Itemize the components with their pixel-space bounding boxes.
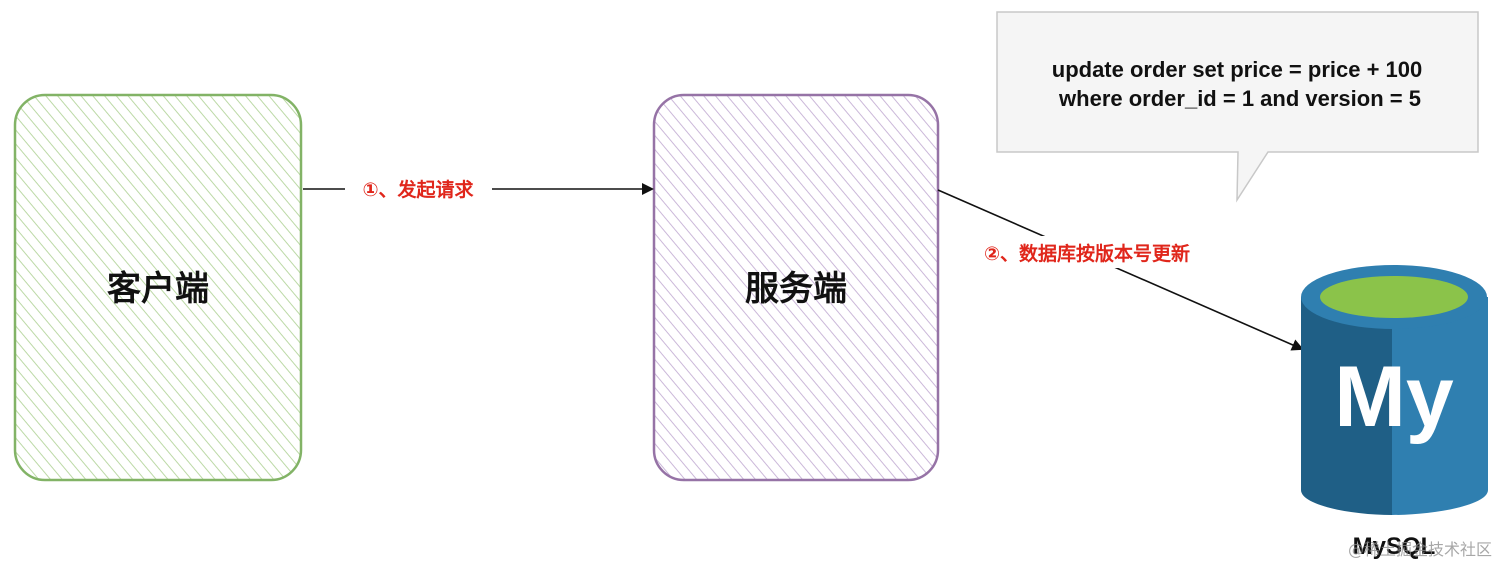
client-label: 客户端 (107, 269, 209, 309)
client-box (13, 93, 303, 482)
watermark: @稀土掘金技术社区 (1348, 540, 1492, 559)
client-node: 客户端 (13, 93, 303, 482)
mysql-body-left (1301, 297, 1392, 515)
mysql-database-icon: My MySQL (1301, 265, 1488, 560)
callout-bubble (996, 11, 1479, 203)
update-edge-label: ②、数据库按版本号更新 (984, 242, 1190, 265)
request-edge-label: ①、发起请求 (362, 178, 474, 201)
server-box (652, 93, 940, 482)
server-node: 服务端 (652, 93, 940, 482)
update-label-bg (960, 236, 1214, 268)
sql-callout: update order set price = price + 100 whe… (996, 11, 1479, 203)
mysql-body-right (1392, 297, 1488, 515)
mysql-logo-text: My (1334, 349, 1454, 445)
update-arrow (937, 189, 1304, 351)
mysql-top-surface (1320, 276, 1468, 318)
callout-line-2: where order_id = 1 and version = 5 (1058, 86, 1421, 111)
mysql-caption: MySQL (1353, 533, 1436, 560)
server-label: 服务端 (745, 269, 847, 309)
callout-line-1: update order set price = price + 100 (1052, 57, 1423, 82)
update-edge: ②、数据库按版本号更新 (937, 189, 1304, 351)
request-edge: ①、发起请求 (303, 178, 654, 201)
